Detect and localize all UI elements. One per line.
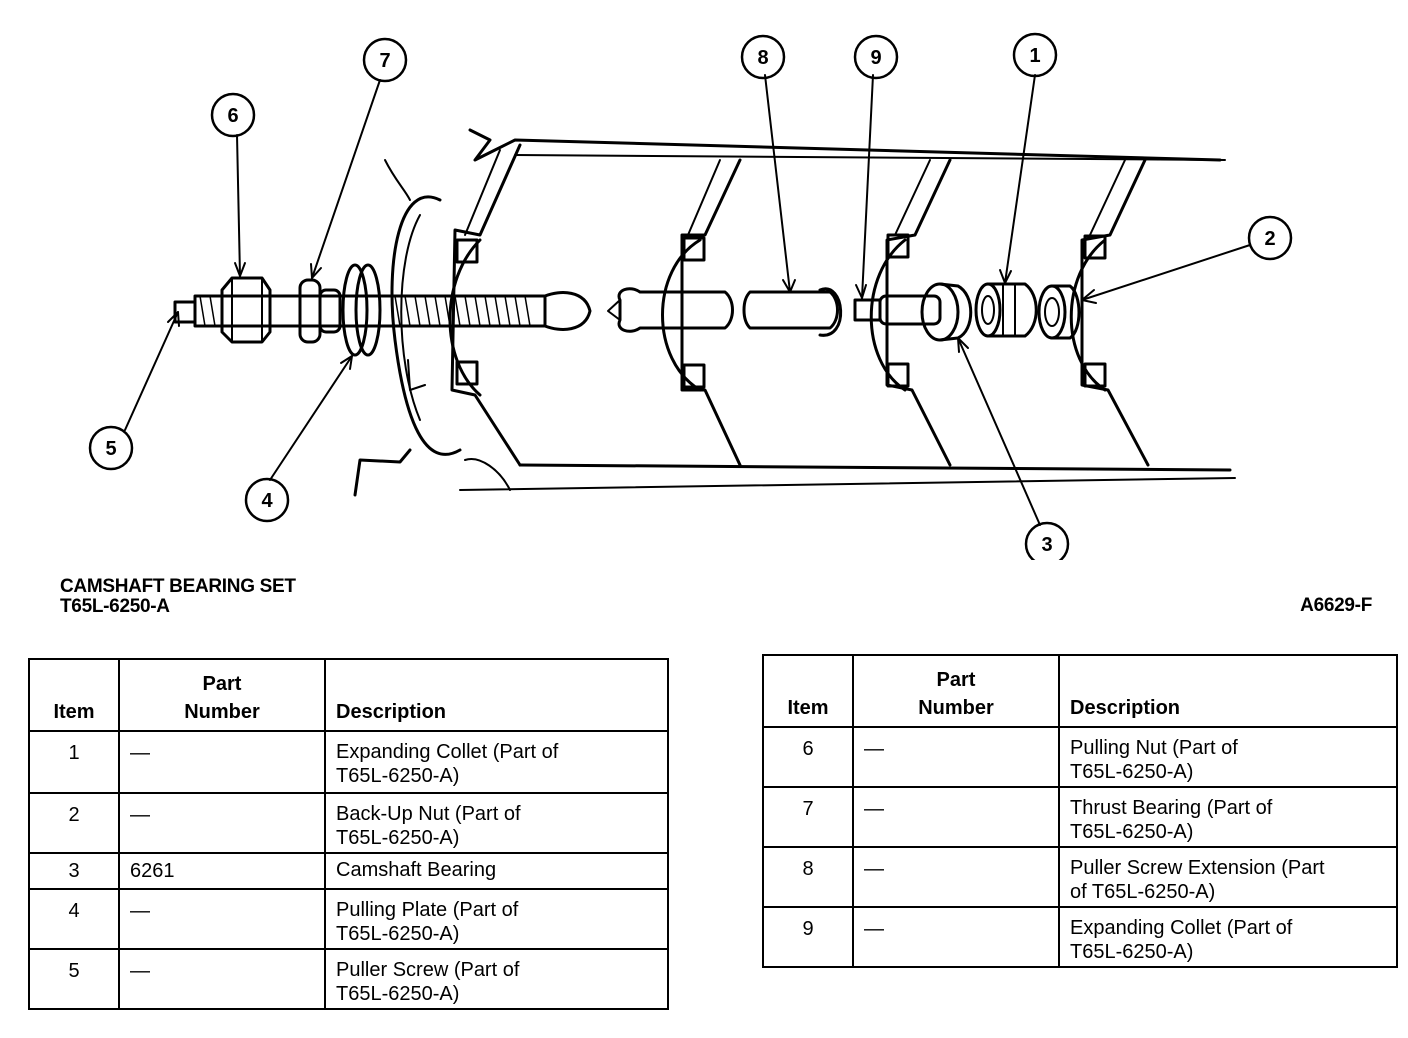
callout-7: 7 xyxy=(379,50,390,72)
pulling-plate xyxy=(341,263,382,357)
back-up-nut xyxy=(1037,284,1081,340)
item-cell: 9 xyxy=(762,906,854,968)
header-description: Description xyxy=(1058,654,1398,728)
part-cell: — xyxy=(852,786,1060,848)
item-cell: 7 xyxy=(762,786,854,848)
header-item: Item xyxy=(762,654,854,728)
header-item: Item xyxy=(28,658,120,732)
camshaft-bearing xyxy=(920,282,973,342)
part-cell: 6261 xyxy=(118,852,326,890)
expanding-collet-9 xyxy=(853,294,942,326)
callout-4: 4 xyxy=(261,490,273,512)
item-cell: 4 xyxy=(28,888,120,950)
item-cell: 3 xyxy=(28,852,120,890)
item-cell: 6 xyxy=(762,726,854,788)
item-cell: 2 xyxy=(28,792,120,854)
header-description: Description xyxy=(324,658,669,732)
item-cell: 1 xyxy=(28,730,120,794)
part-cell: — xyxy=(118,948,326,1010)
leader-lines xyxy=(124,74,1251,526)
part-cell: — xyxy=(852,846,1060,908)
puller-screw xyxy=(173,291,592,331)
pulling-nut xyxy=(220,276,272,344)
callout-circles xyxy=(88,32,1293,560)
callout-5: 5 xyxy=(105,438,116,460)
engine-block-outline xyxy=(353,128,1236,497)
callout-8: 8 xyxy=(757,47,768,69)
puller-screw-extension xyxy=(607,287,843,337)
callout-3: 3 xyxy=(1041,534,1052,556)
part-cell: — xyxy=(852,726,1060,788)
caption-tool-number: T65L-6250-A xyxy=(60,596,170,617)
camshaft-bearing-tool-diagram: 1 2 3 4 5 6 7 8 9 xyxy=(88,32,1293,560)
table-row: 3 6261 Camshaft Bearing xyxy=(28,852,669,890)
caption-title: CAMSHAFT BEARING SET xyxy=(60,576,296,597)
callout-6: 6 xyxy=(227,105,238,127)
callout-1: 1 xyxy=(1029,45,1040,67)
part-cell: — xyxy=(118,730,326,794)
callout-2: 2 xyxy=(1264,228,1275,250)
callout-9: 9 xyxy=(870,47,881,69)
bearing-journal-webs xyxy=(448,143,1150,467)
part-cell: — xyxy=(852,906,1060,968)
item-cell: 8 xyxy=(762,846,854,908)
expanding-collet-1 xyxy=(974,282,1038,338)
part-cell: — xyxy=(118,792,326,854)
item-cell: 5 xyxy=(28,948,120,1010)
thrust-bearing xyxy=(298,278,342,344)
description-cell: Camshaft Bearing xyxy=(324,852,669,890)
part-cell: — xyxy=(118,888,326,950)
figure-code: A6629-F xyxy=(1300,595,1372,616)
figure-caption: CAMSHAFT BEARING SET T65L-6250-A xyxy=(60,577,296,617)
